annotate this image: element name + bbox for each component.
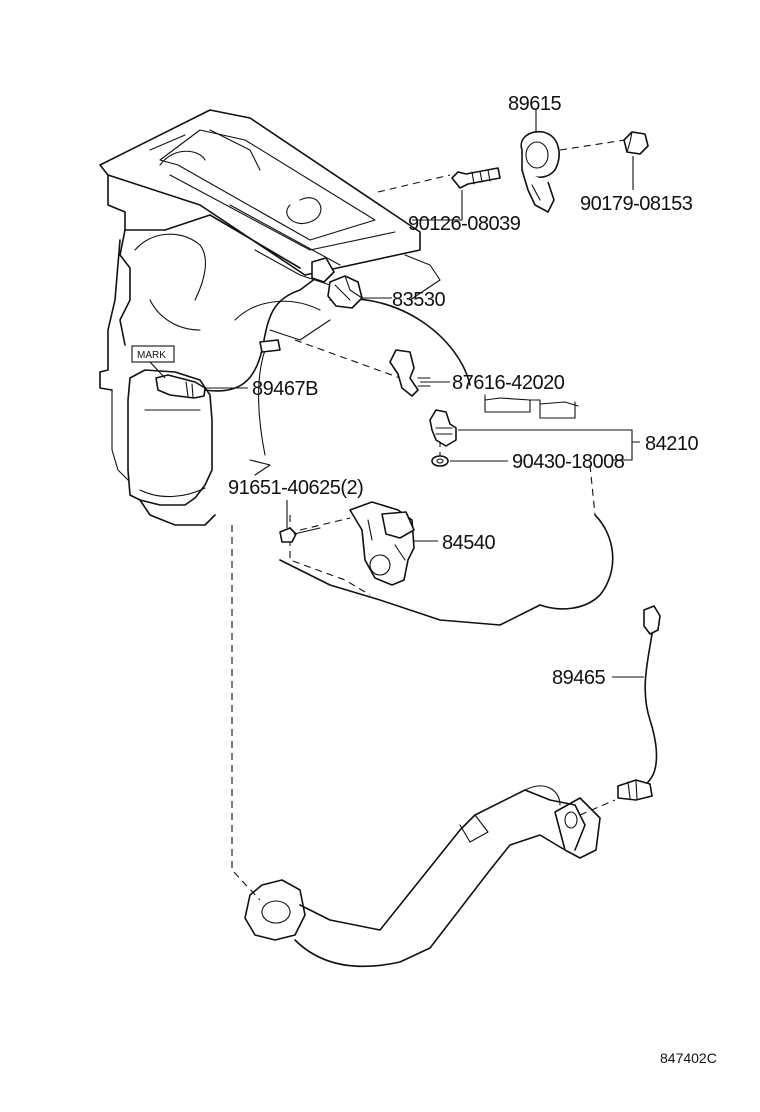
label-89467b: 89467B (252, 378, 318, 400)
exhaust-pipe (244, 785, 601, 968)
label-87616-42020: 87616-42020 (452, 372, 565, 394)
label-89465: 89465 (552, 667, 605, 689)
temp-sensor-84210[interactable] (429, 409, 640, 461)
label-89615: 89615 (508, 93, 561, 115)
part-number-labels: 89615 90179-08153 90126-08039 83530 8761… (228, 93, 699, 689)
nut-90179[interactable] (623, 131, 649, 190)
mark-callout: MARK (131, 345, 175, 363)
label-83530: 83530 (392, 289, 445, 311)
gasket-90430[interactable] (431, 455, 508, 467)
label-90179-08153: 90179-08153 (580, 193, 693, 215)
oil-pressure-switch-83530[interactable] (327, 275, 392, 309)
cam-sensor-84540[interactable] (349, 501, 438, 586)
oxygen-sensor-89465[interactable] (612, 605, 661, 801)
knock-sensor-89615[interactable] (520, 110, 560, 213)
label-84210: 84210 (645, 433, 698, 455)
figure-reference-code: 847402C (660, 1050, 717, 1066)
label-84540: 84540 (442, 532, 495, 554)
bolt-91651[interactable] (279, 500, 321, 543)
mark-label: MARK (137, 350, 166, 361)
clamp-87616[interactable] (389, 349, 450, 397)
label-90430-18008: 90430-18008 (512, 451, 625, 473)
stud-bolt-90126[interactable] (412, 167, 501, 221)
oxygen-sensor-89467b[interactable] (149, 257, 335, 399)
assembly-guide-lines (231, 139, 626, 901)
engine-assembly (99, 109, 614, 626)
label-90126-08039: 90126-08039 (408, 213, 521, 235)
label-91651-40625: 91651-40625(2) (228, 477, 363, 499)
